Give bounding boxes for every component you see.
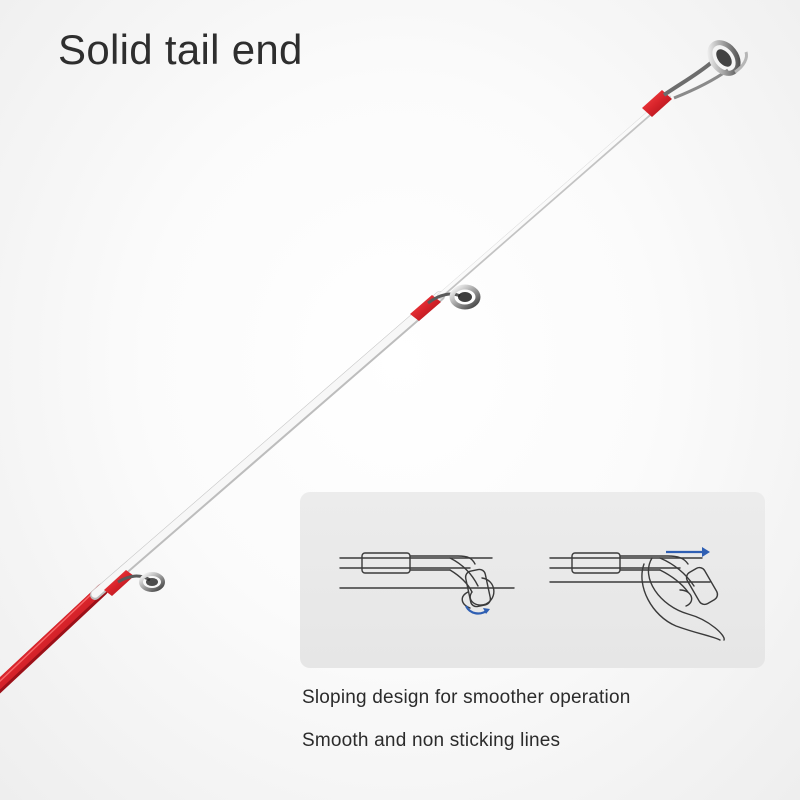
guide-diagram-panel — [300, 492, 765, 668]
feature-smooth-lines: Smooth and non sticking lines — [302, 730, 561, 751]
arrowhead-icon — [702, 547, 710, 557]
arrowhead-icon — [483, 608, 490, 614]
rod-guide-middle — [410, 284, 481, 321]
feature-sloping-design: Sloping design for smoother operation — [302, 687, 631, 708]
rod-guide-lower — [104, 570, 165, 596]
rod-blank — [90, 94, 671, 600]
feature-list: Sloping design for smoother operation Sm… — [302, 688, 772, 750]
rod-tip-top — [642, 40, 748, 117]
rod-butt-section — [0, 583, 108, 694]
line-guide-wrap-icon — [339, 552, 515, 609]
headline: Solid tail end — [58, 26, 303, 73]
line-guide-release-icon — [549, 552, 725, 641]
